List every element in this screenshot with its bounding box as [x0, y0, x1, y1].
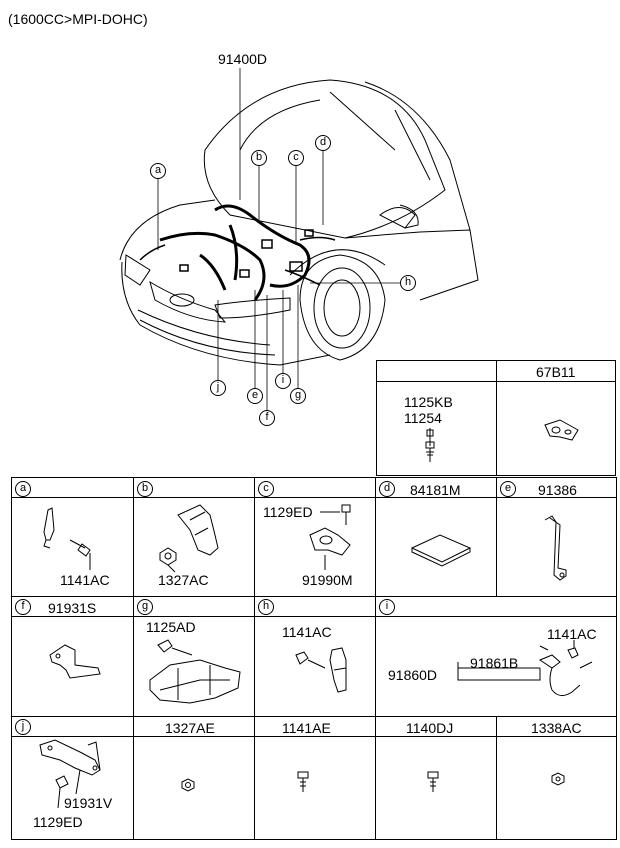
cell-c-key: c	[258, 481, 274, 497]
cell-i-key: i	[379, 599, 395, 615]
main-part-number: 91400D	[218, 51, 268, 67]
callout-b: b	[251, 150, 267, 166]
callout-e: e	[247, 388, 263, 404]
callout-a: a	[150, 163, 166, 179]
callout-j: j	[210, 380, 226, 396]
diagram-title: (1600CC>MPI-DOHC)	[8, 11, 148, 27]
cell-g-label: 1125AD	[146, 619, 196, 635]
cell-i-label-2: 91860D	[388, 667, 438, 683]
cell-c-label-2: 91990M	[302, 572, 353, 588]
cell-g-key: g	[137, 599, 153, 615]
callout-h: h	[400, 275, 416, 291]
callout-c: c	[288, 150, 304, 166]
bottom-part-1: 1327AE	[165, 720, 215, 736]
cell-a-label: 1141AC	[60, 572, 110, 588]
cell-b-key: b	[137, 481, 153, 497]
cell-j-key: j	[15, 719, 31, 735]
cell-h-label: 1141AC	[282, 624, 332, 640]
callout-i: i	[275, 373, 291, 389]
cell-e-key: e	[500, 481, 516, 497]
cell-e-title: 91386	[538, 482, 577, 498]
cell-i-label-3: 91861B	[470, 655, 519, 671]
cell-c-label-1: 1129ED	[263, 504, 313, 520]
cell-b-label: 1327AC	[158, 572, 209, 588]
cell-f-key: f	[15, 599, 31, 615]
callout-f: f	[259, 410, 275, 426]
cell-d-title: 84181M	[410, 482, 461, 498]
bottom-part-4: 1338AC	[531, 720, 582, 736]
cell-f-title: 91931S	[48, 600, 97, 616]
top-table-label-1: 1125KB	[404, 394, 453, 410]
divider	[496, 360, 497, 476]
top-table-label-2: 11254	[404, 410, 442, 426]
cell-j-label-1: 91931V	[64, 795, 113, 811]
cell-h-key: h	[258, 599, 274, 615]
callout-g: g	[290, 388, 306, 404]
cell-a-key: a	[15, 481, 31, 497]
cell-d-key: d	[379, 481, 395, 497]
bottom-part-3: 1140DJ	[406, 720, 454, 736]
bottom-part-2: 1141AE	[282, 720, 331, 736]
callout-d: d	[315, 135, 331, 151]
cell-j-label-2: 1129ED	[33, 814, 83, 830]
cell-i-label-1: 1141AC	[547, 626, 597, 642]
top-table-header-right: 67B11	[536, 364, 576, 380]
